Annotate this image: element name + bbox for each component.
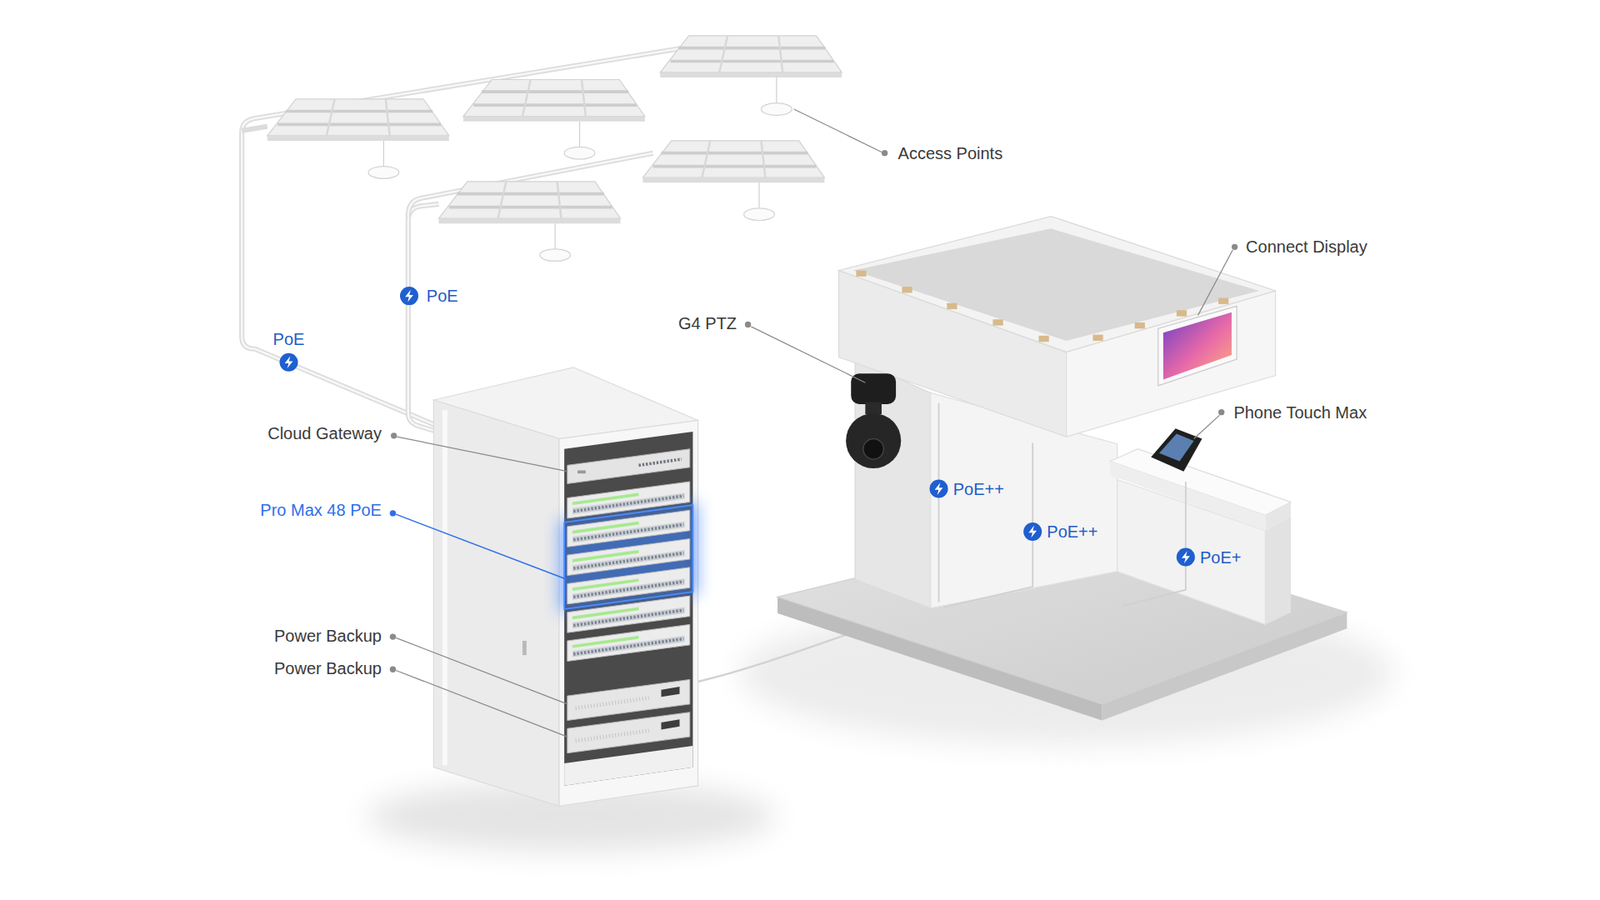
ptz-camera <box>845 373 901 469</box>
booth-canopy <box>855 270 866 276</box>
rack-device <box>567 712 690 754</box>
rack-device <box>567 624 690 661</box>
rack-cabinet <box>559 420 699 806</box>
rack-device <box>564 745 693 786</box>
connect-display <box>1158 305 1237 386</box>
booth-canopy <box>1092 335 1103 341</box>
poe-icon <box>400 286 419 305</box>
desk-phone <box>1159 433 1195 461</box>
ceiling-access-point <box>439 181 621 262</box>
booth-canopy <box>992 319 1003 325</box>
poe-label: PoE++ <box>1046 521 1098 541</box>
poe-icon <box>1176 548 1195 567</box>
desk-phone <box>1150 428 1202 471</box>
connect-display <box>1158 305 1237 386</box>
poe-label: PoE++ <box>953 479 1005 499</box>
leader-line <box>1198 250 1234 315</box>
booth-canopy <box>1218 298 1229 305</box>
callout-label: Power Backup <box>274 659 382 679</box>
leader-line <box>1218 409 1225 415</box>
rack-device <box>564 449 693 786</box>
ceiling-access-point <box>660 35 842 116</box>
ceiling-access-point <box>642 140 825 221</box>
poe-cable <box>241 42 829 337</box>
rack-cabinet <box>433 400 560 806</box>
booth-canopy <box>1039 335 1050 342</box>
ceiling-access-point <box>463 80 645 160</box>
rack-cabinet <box>442 410 448 765</box>
booth-canopy <box>946 303 957 310</box>
rack-cabinet <box>559 501 699 612</box>
booth-structure <box>1265 501 1291 530</box>
leader-line <box>395 670 568 737</box>
leader-line <box>390 109 1239 737</box>
leader-line <box>390 510 396 516</box>
leader-line <box>1231 244 1238 250</box>
callout-label: Connect Display <box>1245 237 1368 257</box>
leader-line <box>794 109 882 152</box>
booth-canopy <box>1135 322 1145 329</box>
leader-line <box>390 432 397 439</box>
leader-line <box>390 633 396 640</box>
leader-line <box>1194 415 1220 439</box>
callout-label: G4 PTZ <box>678 314 737 334</box>
ptz-camera <box>863 439 884 460</box>
poe-cable <box>241 126 268 131</box>
rack-device <box>567 449 690 485</box>
connect-display <box>1163 312 1232 380</box>
poe-cable <box>938 403 940 603</box>
booth-canopy <box>1176 310 1187 316</box>
poe-label: PoE <box>273 329 305 349</box>
poe-cable <box>241 42 829 337</box>
poe-icon <box>930 480 949 499</box>
poe-label: PoE+ <box>1200 547 1241 567</box>
poe-icon <box>1023 522 1042 541</box>
desk-phone <box>1150 428 1202 471</box>
leader-line <box>745 321 751 328</box>
leader-line <box>395 514 568 580</box>
poe-cable <box>1122 481 1186 606</box>
callout-label: Cloud Gateway <box>267 424 382 444</box>
rack-cabinet <box>522 640 527 655</box>
leader-line <box>390 666 396 673</box>
ptz-camera <box>845 413 901 469</box>
poe-icon <box>280 286 1195 567</box>
highlight-label: Pro Max 48 PoE <box>260 500 382 520</box>
leader-line <box>750 326 865 383</box>
booth-structure <box>1110 460 1265 530</box>
leader-line <box>395 637 568 705</box>
poe-icon <box>280 353 299 372</box>
ptz-camera <box>850 373 896 405</box>
callout-label: Phone Touch Max <box>1233 402 1367 422</box>
booth-structure <box>1265 516 1291 625</box>
leader-line <box>881 150 888 156</box>
callout-label: Power Backup <box>274 625 382 645</box>
booth-canopy <box>839 216 1276 437</box>
callout-label: Access Points <box>898 143 1004 163</box>
ptz-camera <box>865 401 882 415</box>
rack-device <box>564 505 693 610</box>
booth-canopy <box>901 286 912 293</box>
leader-line <box>396 436 567 472</box>
ceiling-access-point <box>267 99 450 180</box>
leader-line <box>390 510 568 580</box>
poe-label: PoE <box>426 286 459 306</box>
rack-cabinet <box>433 367 698 807</box>
poe-cable <box>944 442 1034 607</box>
ceiling-access-point <box>267 35 842 262</box>
